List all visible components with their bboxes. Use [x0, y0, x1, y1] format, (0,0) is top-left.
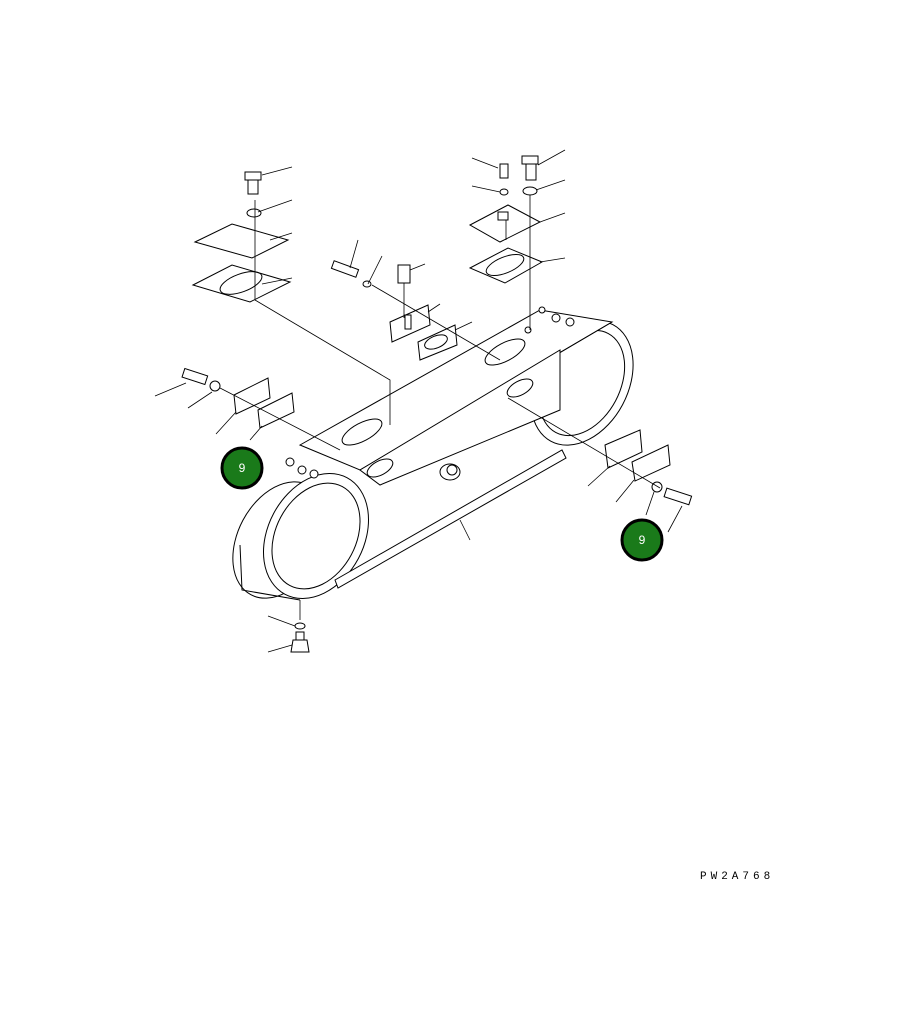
left-cover-stack — [191, 166, 391, 425]
drain-plug-group — [267, 600, 310, 653]
drawing-code: PW2A768 — [700, 871, 775, 883]
belt-case-housing — [232, 306, 634, 601]
callout-label-right: 9 — [639, 533, 646, 547]
callout-badge-right[interactable]: 9 — [620, 518, 664, 562]
right-cover-stack — [468, 149, 566, 330]
belt-leader-line — [459, 519, 471, 541]
callout-badge-left[interactable]: 9 — [220, 446, 264, 490]
center-fastener-group — [330, 239, 501, 361]
right-side-plate-group — [507, 397, 693, 533]
left-side-plate-group — [154, 367, 341, 451]
callout-label-left: 9 — [239, 461, 246, 475]
